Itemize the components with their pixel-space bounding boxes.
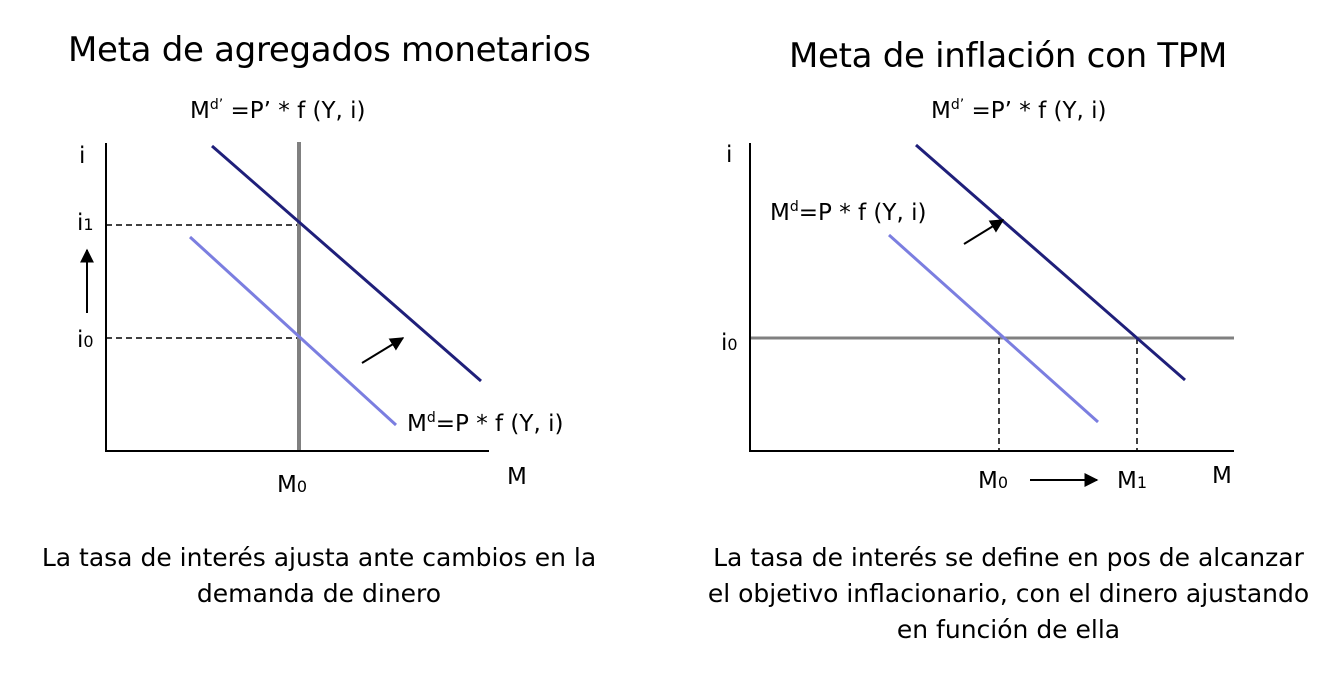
left-tick-m0: M0 xyxy=(277,472,307,498)
formula-rest: =P’ * f (Y, i) xyxy=(223,98,366,124)
formula-rest: =P * f (Y, i) xyxy=(435,411,564,437)
formula-superscript: d xyxy=(426,410,436,426)
tick-base: i xyxy=(77,327,84,353)
right-caption-line-3: en función de ella xyxy=(896,615,1121,644)
right-panel-title: Meta de inflación con TPM xyxy=(789,36,1228,76)
right-original-demand-curve xyxy=(887,233,1100,424)
left-formula-new-demand: Md’ =P’ * f (Y, i) xyxy=(190,97,366,124)
right-y-axis-label: i xyxy=(726,142,733,168)
formula-base: M xyxy=(190,98,210,124)
formula-rest: =P’ * f (Y, i) xyxy=(964,98,1107,124)
left-demand-shift-arrow xyxy=(361,337,405,364)
left-y-axis-label: i xyxy=(79,143,86,169)
right-caption: La tasa de interés se define en pos de a… xyxy=(701,540,1316,648)
tick-base: i xyxy=(77,210,84,236)
right-demand-shift-arrow xyxy=(963,219,1005,245)
right-caption-line-1: La tasa de interés se define en pos de a… xyxy=(713,543,1304,572)
left-formula-original-demand: Md=P * f (Y, i) xyxy=(407,410,563,437)
left-panel-title: Meta de agregados monetarios xyxy=(68,30,591,70)
tick-subscript: 1 xyxy=(1136,473,1148,492)
tick-subscript: 0 xyxy=(727,335,738,354)
formula-base: M xyxy=(770,200,790,226)
left-original-demand-curve xyxy=(188,235,398,427)
tick-subscript: 0 xyxy=(83,332,94,351)
tick-base: M xyxy=(1117,468,1137,494)
formula-rest: =P * f (Y, i) xyxy=(798,200,927,226)
right-tick-m0: M0 xyxy=(978,468,1008,494)
left-tick-i1: i1 xyxy=(77,210,94,236)
formula-superscript: d xyxy=(789,199,799,215)
tick-subscript: 1 xyxy=(83,215,94,234)
left-caption-line-2: demanda de dinero xyxy=(196,579,442,608)
right-formula-new-demand: Md’ =P’ * f (Y, i) xyxy=(931,97,1107,124)
left-tick-i0: i0 xyxy=(77,327,94,353)
left-x-axis-label: M xyxy=(507,464,527,490)
formula-superscript: d’ xyxy=(950,97,965,113)
right-x-axis-label: M xyxy=(1212,463,1232,489)
left-new-demand-curve xyxy=(211,144,482,383)
right-tick-i0: i0 xyxy=(721,330,738,356)
tick-subscript: 0 xyxy=(997,473,1009,492)
formula-superscript: d’ xyxy=(209,97,224,113)
right-diagram xyxy=(749,143,1234,487)
left-diagram xyxy=(80,142,489,452)
tick-base: M xyxy=(277,472,297,498)
right-tick-m1: M1 xyxy=(1117,468,1147,494)
tick-subscript: 0 xyxy=(296,477,308,496)
left-caption: La tasa de interés ajusta ante cambios e… xyxy=(34,540,604,612)
formula-base: M xyxy=(407,411,427,437)
tick-base: M xyxy=(978,468,998,494)
right-formula-original-demand: Md=P * f (Y, i) xyxy=(770,199,926,226)
right-new-demand-curve xyxy=(915,143,1186,382)
left-caption-line-1: La tasa de interés ajusta ante cambios e… xyxy=(41,543,597,572)
right-caption-line-2: el objetivo inflacionario, con el dinero… xyxy=(707,579,1310,608)
formula-base: M xyxy=(931,98,951,124)
tick-base: i xyxy=(721,330,728,356)
